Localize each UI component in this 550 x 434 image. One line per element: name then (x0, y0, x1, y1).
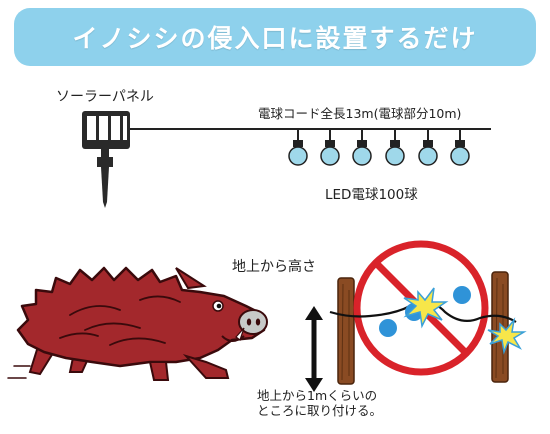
led-bulb-icon (418, 129, 438, 166)
solar-panel-label: ソーラーパネル (56, 89, 154, 105)
solar-panel-icon (82, 111, 130, 208)
boar-icon (7, 266, 268, 381)
led-bulb-icon (288, 129, 308, 166)
height-label: 地上から高さ (232, 259, 316, 275)
cord-length-label: 電球コード全長13m(電球部分10m) (258, 106, 462, 121)
led-bulbs (288, 129, 470, 166)
led-bulb-icon (352, 129, 372, 166)
install-note: 地上から1mくらいの ところに取り付ける。 (257, 388, 382, 418)
led-bulb-icon (450, 129, 470, 166)
spark-icon (403, 287, 449, 329)
led-bulb-icon (320, 129, 340, 166)
spark-icon (487, 317, 527, 355)
title-banner: イノシシの侵入口に設置するだけ (14, 8, 536, 66)
install-note-line2: ところに取り付ける。 (257, 403, 383, 418)
led-bulb-count-label: LED電球100球 (325, 187, 418, 203)
led-bulb-icon (385, 129, 405, 166)
height-arrow-icon (305, 306, 323, 392)
install-note-line1: 地上から1mくらいの (257, 388, 378, 403)
fence-post-left (337, 277, 355, 385)
banner-title: イノシシの侵入口に設置するだけ (72, 24, 478, 53)
